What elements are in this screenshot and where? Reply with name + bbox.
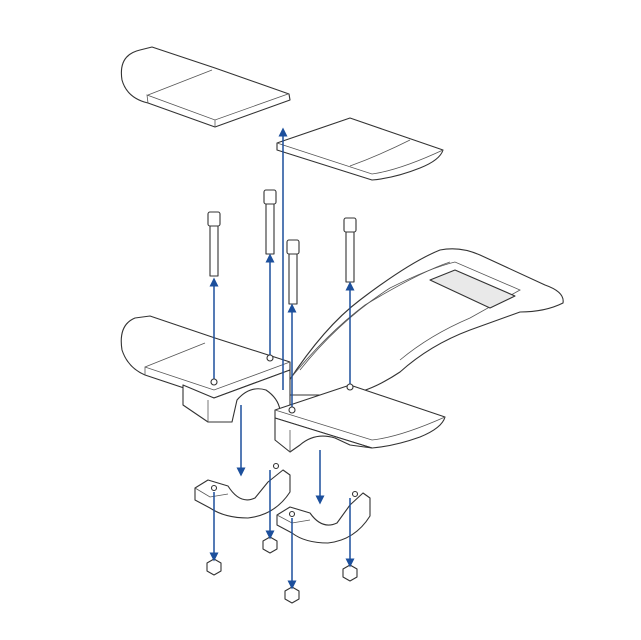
bolt bbox=[207, 211, 221, 277]
left-clamp-block bbox=[120, 315, 291, 423]
left-clamp-half bbox=[194, 462, 291, 519]
right-clamp-half bbox=[276, 490, 371, 544]
nut bbox=[262, 536, 278, 554]
clamp-hole bbox=[351, 490, 359, 498]
clamp-hole bbox=[288, 510, 296, 518]
top-right-pad bbox=[276, 117, 444, 181]
nut bbox=[342, 564, 358, 582]
nut bbox=[284, 586, 300, 604]
bolt-hole bbox=[210, 378, 218, 386]
bolt-hole bbox=[266, 354, 274, 362]
bolt bbox=[286, 239, 300, 305]
clamp-hole bbox=[272, 462, 280, 470]
arm-bar bbox=[279, 248, 564, 396]
bolt bbox=[343, 217, 357, 283]
top-left-pad bbox=[120, 46, 291, 128]
right-clamp-block bbox=[274, 384, 446, 453]
clamp-hole bbox=[210, 484, 218, 492]
bolt-hole bbox=[288, 406, 296, 414]
assembly-arrows bbox=[209, 127, 355, 590]
nut bbox=[206, 558, 222, 576]
bolt-hole bbox=[346, 383, 354, 391]
bolt bbox=[263, 189, 277, 255]
